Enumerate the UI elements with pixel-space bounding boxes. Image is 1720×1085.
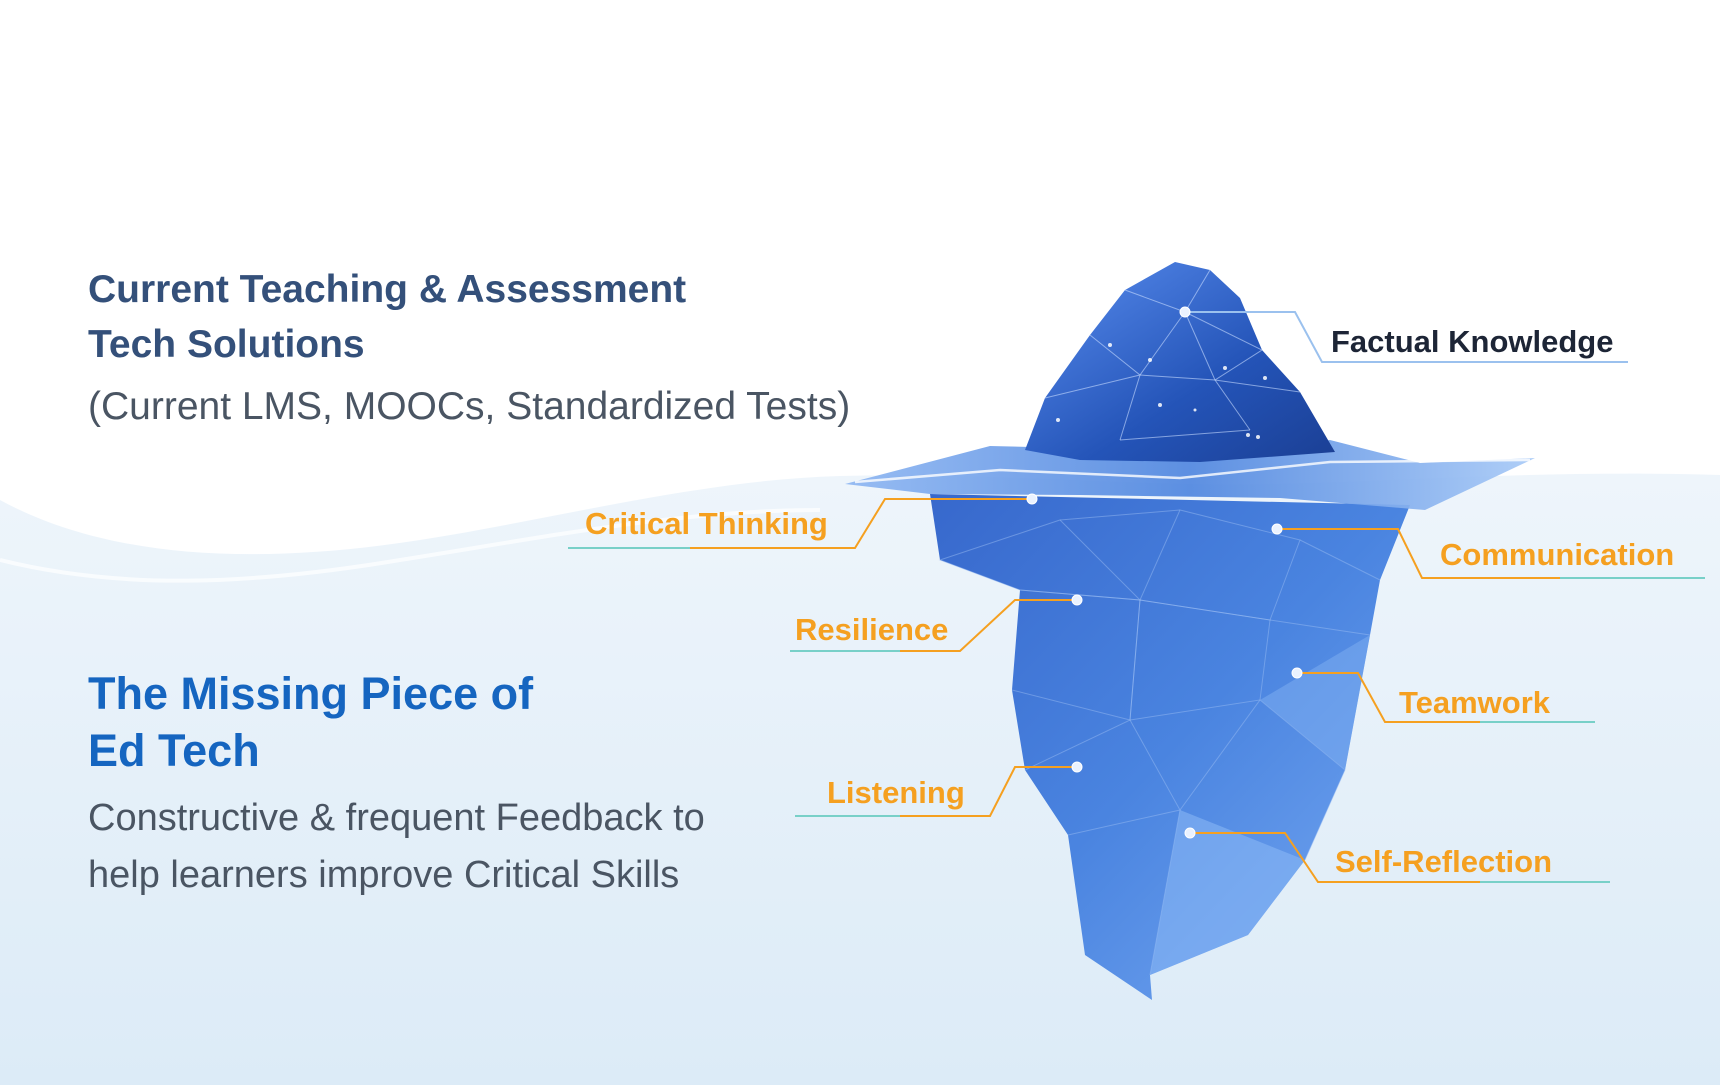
anchor-dots bbox=[1026, 306, 1303, 839]
current-solutions-title-line2: Tech Solutions bbox=[88, 323, 365, 366]
iceberg-tip bbox=[1025, 262, 1335, 462]
missing-piece-description-line2: help learners improve Critical Skills bbox=[88, 854, 680, 896]
iceberg-tip-facets bbox=[1044, 269, 1301, 441]
leader-self-reflection bbox=[1190, 832, 1610, 883]
label-listening: Listening bbox=[827, 775, 965, 810]
anchor-teamwork bbox=[1291, 667, 1303, 679]
iceberg-sparkles bbox=[1056, 298, 1267, 439]
missing-piece-title: The Missing Piece of Ed Tech bbox=[88, 665, 788, 779]
current-solutions-title-line1: Current Teaching & Assessment bbox=[88, 268, 687, 311]
leader-critical-thinking bbox=[568, 498, 1032, 549]
label-resilience: Resilience bbox=[795, 612, 949, 647]
iceberg-waterline-sheet bbox=[845, 440, 1535, 510]
iceberg-bright-facet bbox=[1150, 810, 1305, 975]
anchor-critical-thinking bbox=[1026, 493, 1038, 505]
water-wave-highlight bbox=[0, 508, 821, 583]
current-solutions-examples: (Current LMS, MOOCs, Standardized Tests) bbox=[88, 385, 851, 428]
anchor-communication bbox=[1271, 523, 1283, 535]
label-communication: Communication bbox=[1440, 537, 1675, 572]
anchor-self-reflection bbox=[1184, 827, 1196, 839]
iceberg-waterline-edge bbox=[854, 458, 1531, 484]
anchor-resilience bbox=[1071, 594, 1083, 606]
anchor-factual-knowledge bbox=[1179, 306, 1191, 318]
label-critical-thinking: Critical Thinking bbox=[585, 506, 828, 541]
label-factual-knowledge: Factual Knowledge bbox=[1331, 324, 1614, 359]
missing-piece-description-line1: Constructive & frequent Feedback to bbox=[88, 797, 705, 839]
label-teamwork: Teamwork bbox=[1399, 685, 1551, 720]
label-self-reflection: Self-Reflection bbox=[1335, 844, 1553, 879]
leader-lines bbox=[568, 311, 1705, 883]
current-solutions-title: Current Teaching & Assessment Tech Solut… bbox=[88, 262, 808, 372]
iceberg-bright-facet-2 bbox=[1260, 635, 1370, 770]
anchor-listening bbox=[1071, 761, 1083, 773]
missing-piece-description: Constructive & frequent Feedback to help… bbox=[88, 790, 848, 904]
missing-piece-title-line1: The Missing Piece of bbox=[88, 668, 534, 719]
leader-factual-knowledge bbox=[1185, 311, 1628, 363]
missing-piece-title-line2: Ed Tech bbox=[88, 725, 260, 776]
